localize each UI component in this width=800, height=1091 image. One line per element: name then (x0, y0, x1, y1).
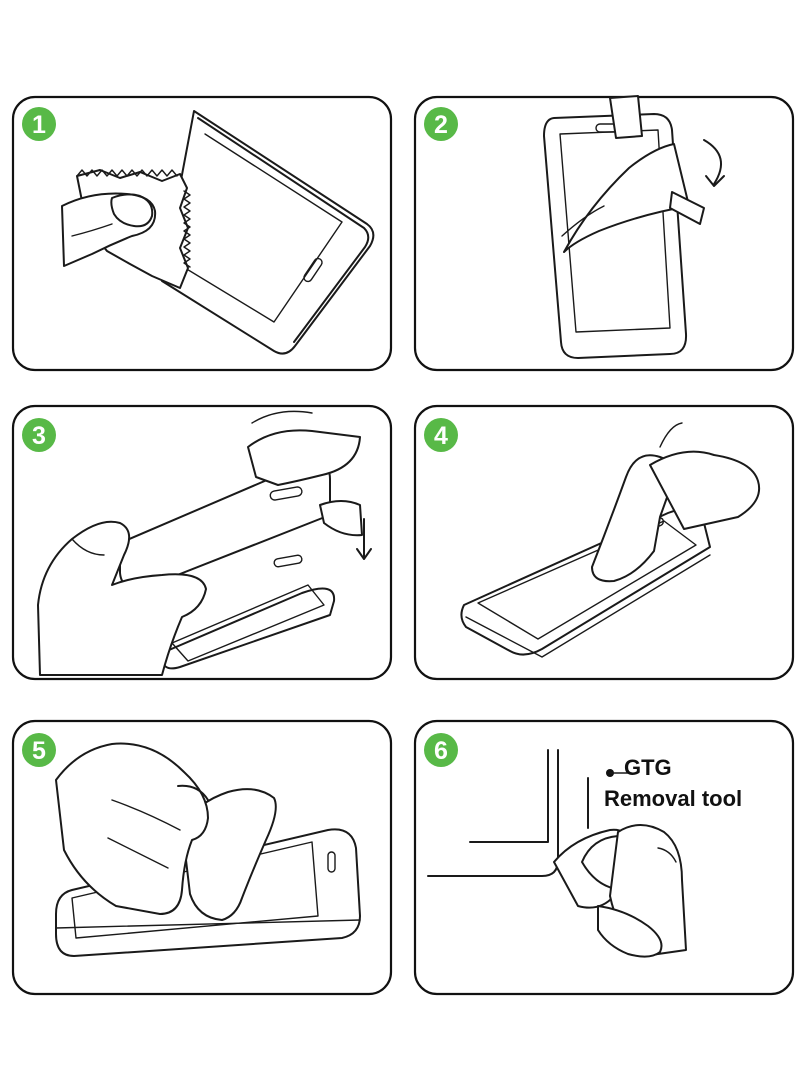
tool-label-line1: GTG (624, 755, 672, 780)
step-number: 4 (434, 422, 448, 450)
step-number: 6 (434, 737, 448, 765)
phone-illustration (161, 110, 375, 355)
step-number: 2 (434, 111, 448, 139)
step-1-panel: 1 (11, 95, 393, 372)
hand-icon (247, 410, 363, 537)
step-2-panel: 2 (413, 95, 795, 372)
step-4-illustration: 4 (413, 404, 795, 681)
removal-tool-pointer (587, 769, 631, 829)
step-badge-circle (424, 418, 458, 452)
step-6-badge: 6 (424, 733, 458, 767)
step-2-badge: 2 (424, 107, 458, 141)
step-4-panel: 4 (413, 404, 795, 681)
step-badge-circle (22, 107, 56, 141)
hand-icon (581, 824, 687, 958)
step-6-illustration: 6 GTG Removal tool (413, 719, 795, 996)
step-5-panel: 5 (11, 719, 393, 996)
step-4-badge: 4 (424, 418, 458, 452)
hand-icon (55, 742, 209, 915)
step-number: 3 (32, 422, 46, 450)
step-number: 1 (32, 111, 46, 139)
step-3-illustration: 3 (11, 404, 393, 681)
hand-icon (61, 192, 157, 267)
arrow-down-icon (356, 518, 372, 560)
hand-icon (591, 422, 760, 583)
step-badge-circle (424, 107, 458, 141)
step-3-panel: 3 (11, 404, 393, 681)
tool-label-line2: Removal tool (604, 786, 742, 811)
step-5-badge: 5 (22, 733, 56, 767)
step-badge-circle (22, 418, 56, 452)
step-5-illustration: 5 (11, 719, 393, 996)
step-badge-circle (22, 733, 56, 767)
hand-icon (37, 520, 207, 676)
step-2-illustration: 2 (413, 95, 795, 372)
arrow-down-icon (703, 139, 725, 187)
step-6-panel: 6 GTG Removal tool (413, 719, 795, 996)
step-number: 5 (32, 737, 46, 765)
step-1-badge: 1 (22, 107, 56, 141)
step-1-illustration: 1 (11, 95, 393, 372)
protective-film (561, 95, 705, 253)
step-3-badge: 3 (22, 418, 56, 452)
step-badge-circle (424, 733, 458, 767)
